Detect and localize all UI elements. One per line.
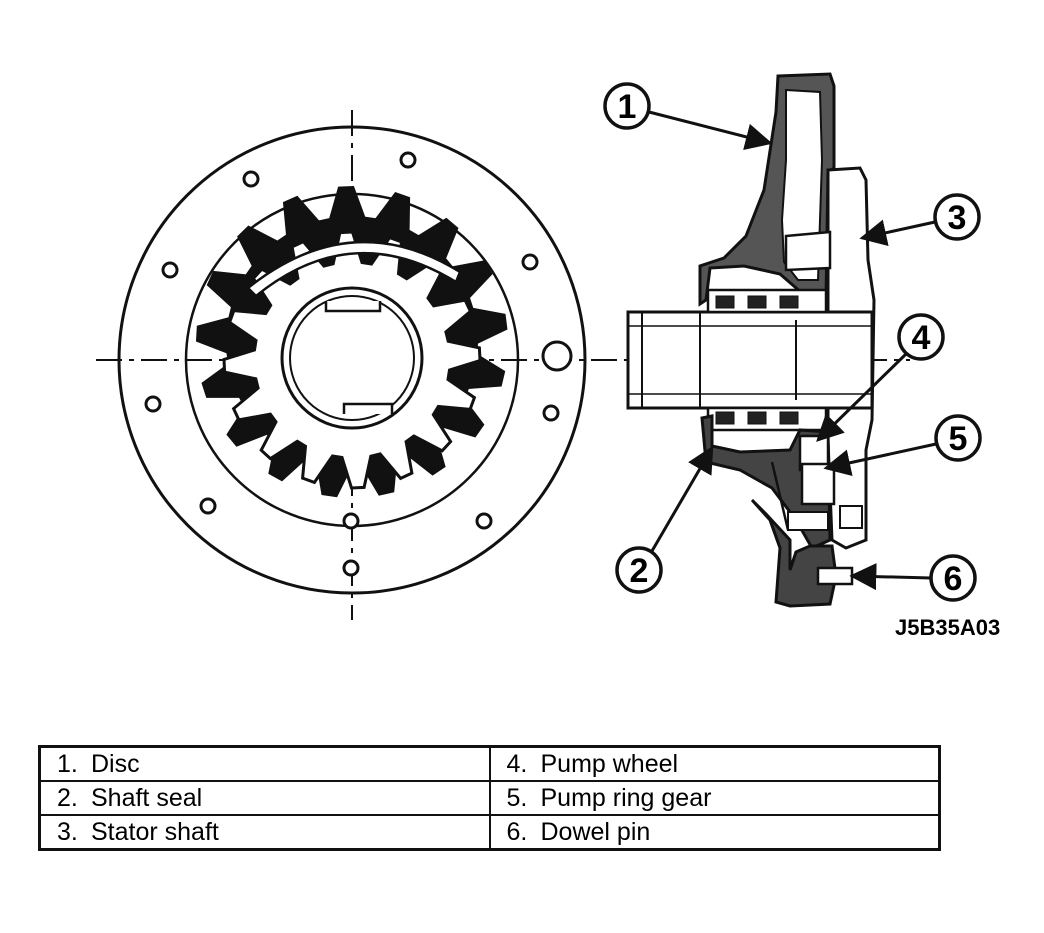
svg-text:1: 1 <box>618 88 637 126</box>
parts-legend-table: 1.Disc 4.Pump wheel 2.Shaft seal 5.Pump … <box>38 745 941 851</box>
crescent <box>246 240 462 298</box>
callout-4: 4 <box>816 313 945 442</box>
bolt-holes <box>144 151 560 577</box>
dowel-pin-section <box>816 566 854 586</box>
legend-row: 3.Stator shaft 6.Dowel pin <box>38 814 941 851</box>
oil-pump-diagram: 1 3 4 5 2 6 J5B35A03 <box>96 72 1000 640</box>
legend-cell: 3.Stator shaft <box>38 814 491 851</box>
stator-shaft-tube <box>626 310 874 410</box>
drive-lug-top <box>324 301 382 313</box>
callout-5: 5 <box>823 414 982 477</box>
legend-cell: 4.Pump wheel <box>488 745 941 782</box>
legend-row: 2.Shaft seal 5.Pump ring gear <box>38 780 941 816</box>
figure-code: J5B35A03 <box>895 615 1000 640</box>
pump-ring-gear-section <box>800 462 836 506</box>
svg-text:6: 6 <box>944 560 963 598</box>
svg-text:2: 2 <box>630 552 649 590</box>
lower-flange <box>750 498 838 608</box>
legend-row: 1.Disc 4.Pump wheel <box>38 745 941 782</box>
gear-bore-inner <box>289 295 415 421</box>
drive-lug-bottom <box>342 402 394 414</box>
callout-3: 3 <box>859 193 981 246</box>
stator-shaft-bolt <box>784 230 832 272</box>
dowel-pin-hole <box>541 340 573 372</box>
legend-cell: 2.Shaft seal <box>38 780 491 816</box>
svg-text:3: 3 <box>948 199 967 237</box>
legend-cell: 5.Pump ring gear <box>488 780 941 816</box>
legend-cell: 1.Disc <box>38 745 491 782</box>
svg-text:5: 5 <box>949 420 968 458</box>
legend-cell: 6.Dowel pin <box>488 814 941 851</box>
pump-front-view <box>96 110 910 620</box>
callout-1: 1 <box>603 82 773 151</box>
callout-2: 2 <box>615 445 714 594</box>
callout-6: 6 <box>849 554 977 602</box>
callouts: 1 3 4 5 2 6 <box>603 82 982 602</box>
svg-text:4: 4 <box>912 319 931 357</box>
